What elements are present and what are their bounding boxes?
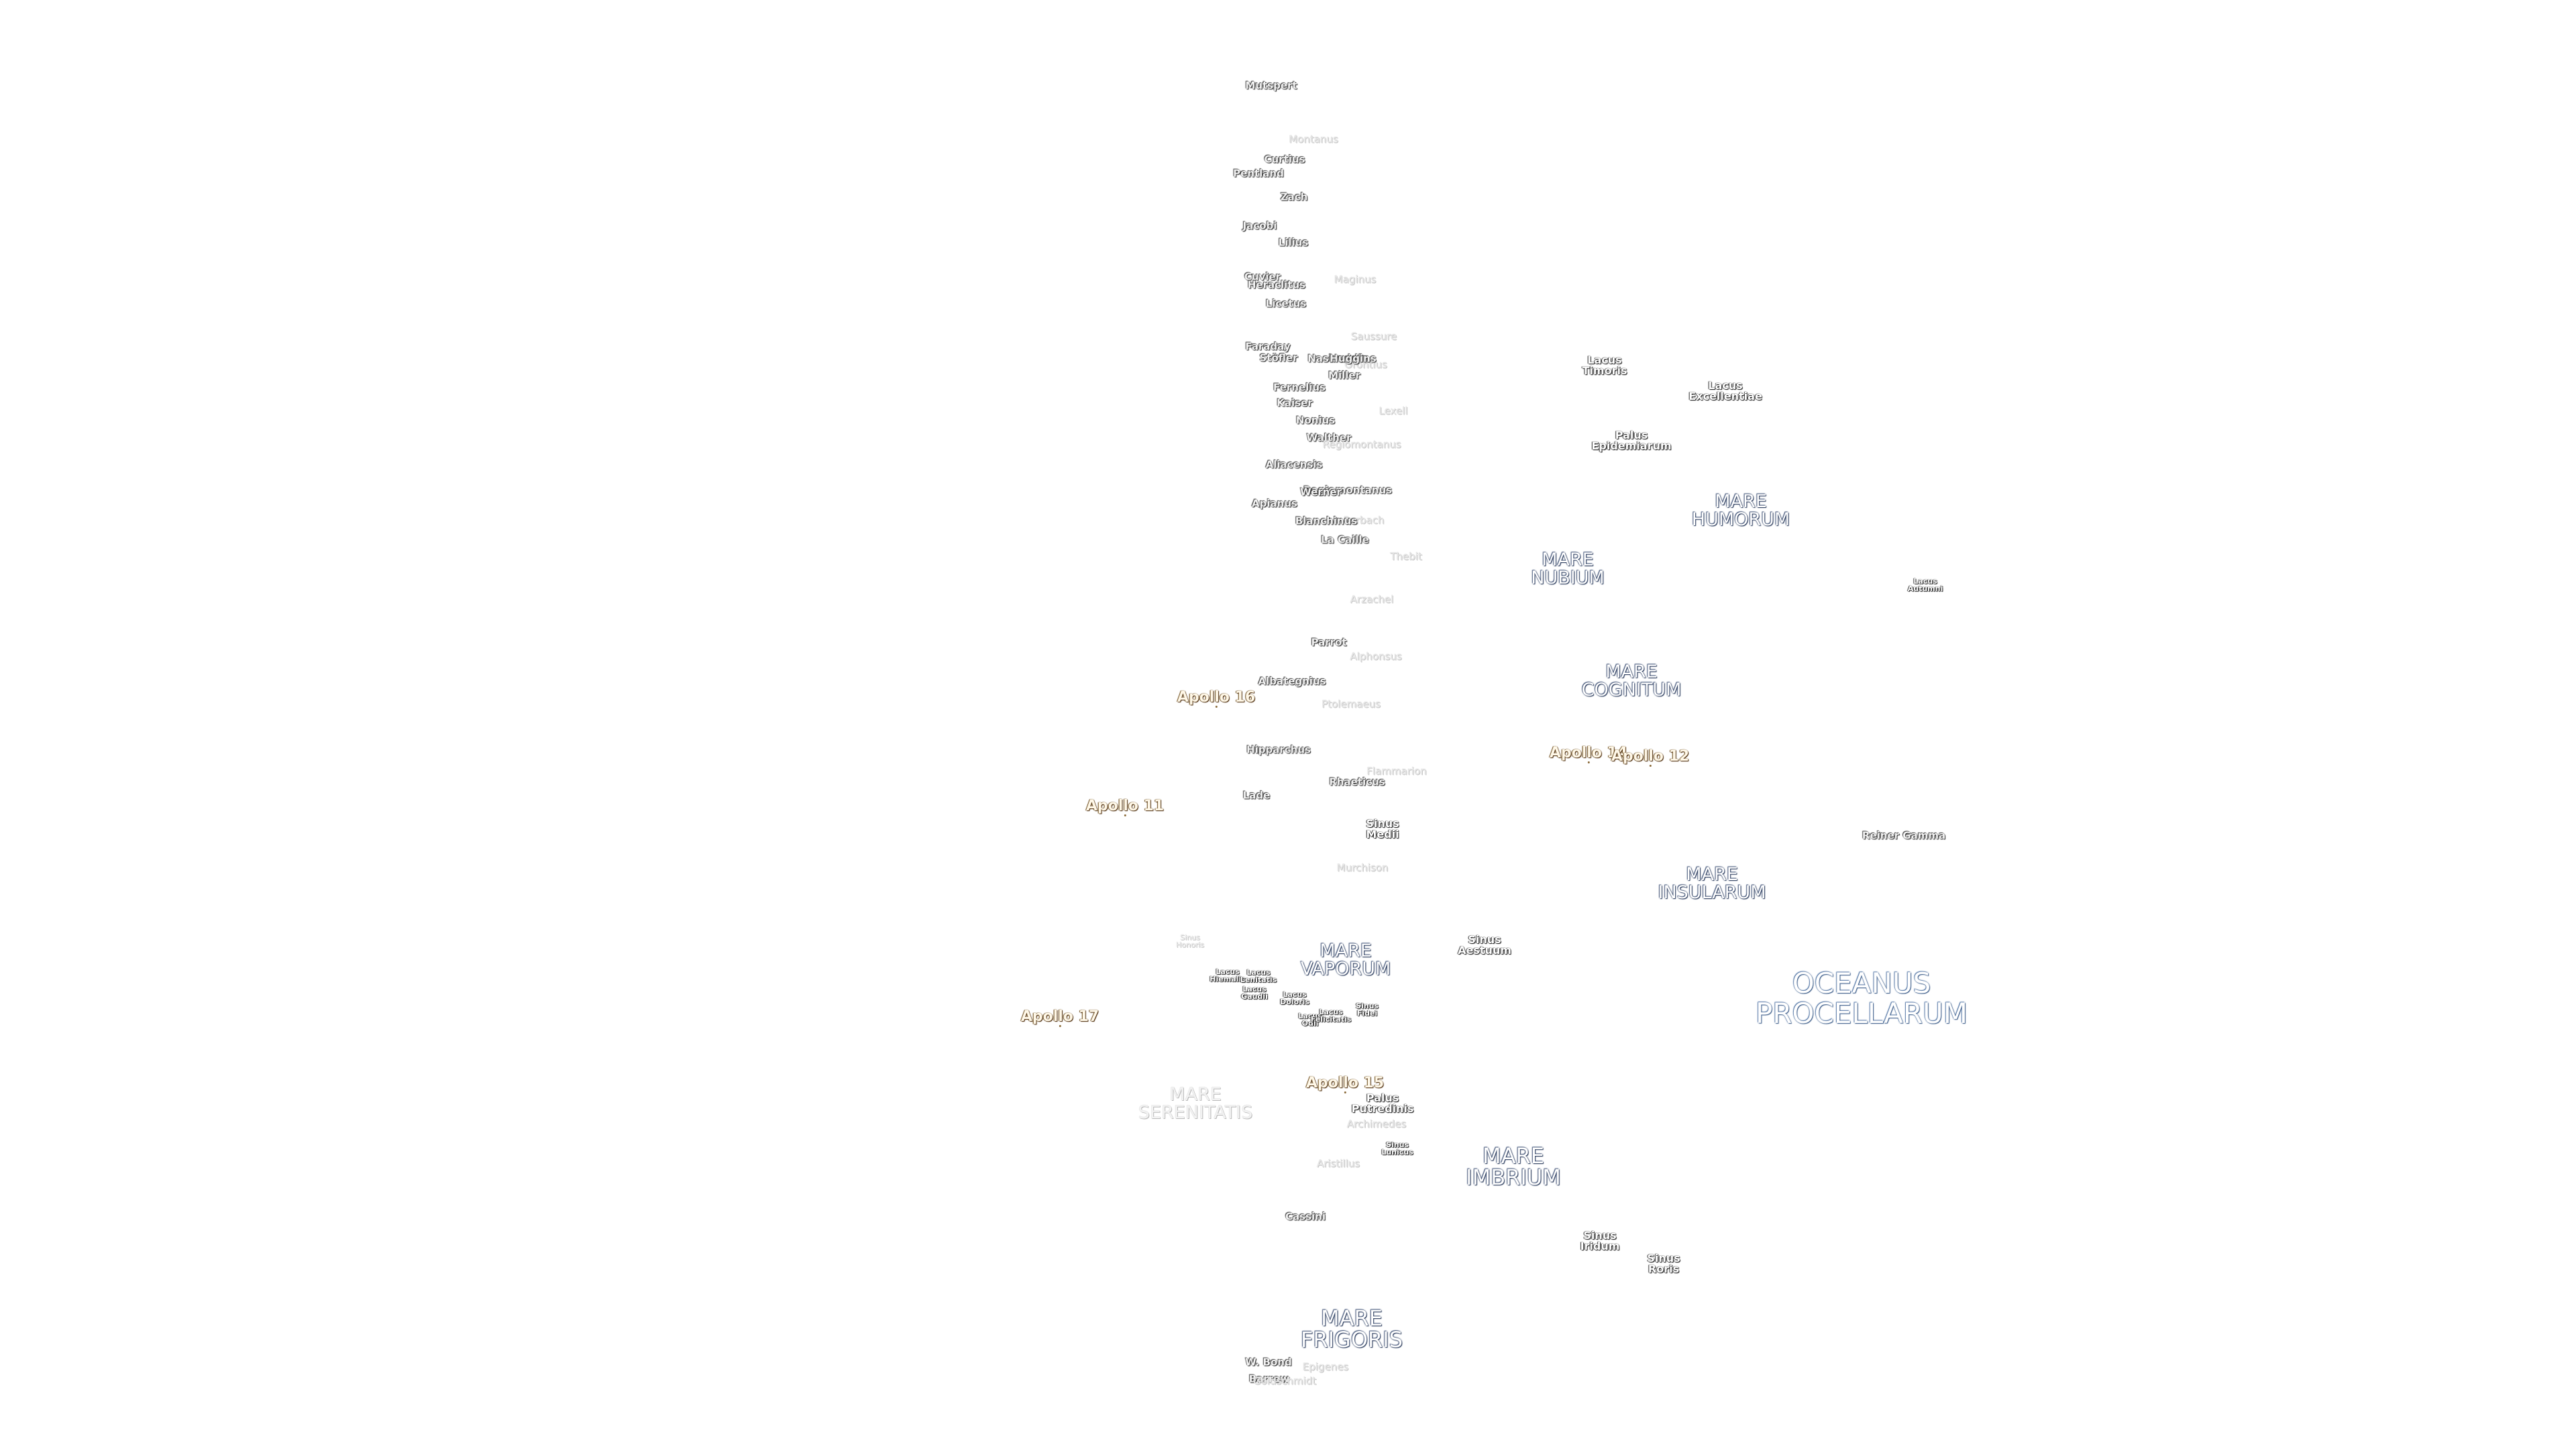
- fernelius-crater-label: Fernelius: [1273, 381, 1326, 394]
- alphonsus-crater-label: Alphonsus: [1350, 650, 1402, 663]
- lilius-crater-label: Lilius: [1278, 236, 1309, 249]
- purbach-crater-label: Purbach: [1343, 514, 1385, 527]
- sinus-roris-feature-label: Sinus Roris: [1647, 1252, 1680, 1275]
- aliacensis-crater-label: Aliacensis: [1265, 458, 1323, 471]
- apollo-14-landing-site-label: Apollo 14: [1549, 745, 1628, 763]
- lacus-excellentiae-feature-label: Lacus Excellentiae: [1688, 379, 1762, 402]
- lacus-hiemalis-feature-label: Lacus Hiemalis: [1210, 967, 1246, 983]
- sinus-aestuum-feature-label: Sinus Aestuum: [1458, 933, 1511, 957]
- archimedes-crater-label: Archimedes: [1346, 1118, 1407, 1130]
- regiomontanus-faint-crater-label: Regiomontanus: [1322, 438, 1401, 451]
- lacus-felicitatis-feature-label: Lacus Felicitatis: [1310, 1008, 1352, 1024]
- rhaeticus-crater-label: Rhaeticus: [1329, 775, 1385, 788]
- lacus-autumni-feature-label: Lacus Autumni: [1907, 577, 1943, 593]
- goldschmidt-crater-label: Goldschmidt: [1252, 1375, 1317, 1387]
- lacus-gaudii-feature-label: Lacus Gaudii: [1241, 985, 1268, 1001]
- kaiser-crater-label: Kaiser: [1277, 396, 1313, 409]
- murchison-crater-label: Murchison: [1336, 861, 1389, 874]
- mare-serenitatis-label: MARE SERENITATIS: [1138, 1084, 1253, 1123]
- mare-nubium-label: MARE NUBIUM: [1531, 549, 1605, 588]
- licetus-crater-label: Licetus: [1265, 297, 1307, 310]
- sinus-iridum-feature-label: Sinus Iridum: [1580, 1229, 1620, 1252]
- orontius-crater-label: Orontius: [1344, 358, 1387, 371]
- lexell-crater-label: Lexell: [1379, 405, 1408, 417]
- blanchinus-crater-label: Blanchinus: [1295, 515, 1358, 527]
- apollo-12-landing-site-label: Apollo 12: [1611, 748, 1690, 767]
- parrot-crater-label: Parrot: [1311, 636, 1347, 649]
- mutspert-crater-label: Mutspert: [1245, 79, 1297, 92]
- mare-frigoris-label: MARE FRIGORIS: [1300, 1305, 1403, 1352]
- mare-imbrium-label: MARE IMBRIUM: [1466, 1143, 1561, 1190]
- werner-crater-label: Werner: [1300, 486, 1342, 498]
- mare-humorum-label: MARE HUMORUM: [1691, 491, 1790, 530]
- la-caille-crater-label: La Caille: [1321, 533, 1369, 546]
- cassini-crater-label: Cassini: [1285, 1210, 1326, 1223]
- heraclitus-crater-label: Heraclitus: [1247, 278, 1306, 291]
- pentland-crater-label: Pentland: [1233, 167, 1284, 180]
- cuvier-crater-label: Cuvier: [1244, 270, 1281, 283]
- miller-crater-label: Miller: [1328, 369, 1360, 382]
- aristillus-crater-label: Aristillus: [1316, 1157, 1360, 1170]
- sinus-medii-feature-label: Sinus Medii: [1366, 817, 1399, 841]
- sinus-honoris-feature-label: Sinus Honoris: [1175, 933, 1205, 949]
- regiomontanus-crater-label: Regiomontanus: [1303, 484, 1393, 496]
- nasireddin-crater-label: Nasireddin: [1307, 352, 1369, 365]
- maginus-crater-label: Maginus: [1334, 273, 1377, 286]
- lacus-lenitatis-feature-label: Lacus Lenitatis: [1240, 968, 1277, 984]
- ptolemaeus-crater-label: Ptolemaeus: [1322, 698, 1381, 710]
- lacus-doloris-feature-label: Lacus Doloris: [1280, 990, 1309, 1006]
- reiner-gamma-crater-label: Reiner Gamma: [1862, 829, 1946, 842]
- epigenes-crater-label: Epigenes: [1302, 1360, 1349, 1373]
- lacus-odii-feature-label: Lacus Odii: [1298, 1012, 1322, 1028]
- mare-vaporum-label: MARE VAPORUM: [1300, 941, 1391, 979]
- thebit-crater-label: Thebit: [1390, 550, 1422, 563]
- stofler-crater-label: Stöfler: [1259, 352, 1298, 364]
- faraday-crater-label: Faraday: [1245, 340, 1291, 353]
- montanus-crater-label: Montanus: [1289, 133, 1338, 146]
- w-bond-crater-label: W. Bond: [1245, 1356, 1292, 1368]
- albategnius-crater-label: Albategnius: [1258, 675, 1326, 688]
- apianus-crater-label: Apianus: [1252, 497, 1297, 510]
- palus-epidemiarum-feature-label: Palus Epidemiarum: [1591, 429, 1672, 452]
- apollo-15-landing-site-label: Apollo 15: [1305, 1075, 1385, 1093]
- sinus-fidei-feature-label: Sinus Fidei: [1356, 1002, 1379, 1018]
- lade-crater-label: Lade: [1242, 789, 1271, 802]
- curtius-crater-label: Curtius: [1264, 153, 1305, 166]
- nonius-crater-label: Nonius: [1295, 414, 1336, 427]
- lacus-timoris-feature-label: Lacus Timoris: [1582, 354, 1627, 377]
- apollo-16-landing-site-label: Apollo 16: [1177, 689, 1256, 708]
- sinus-lunicus-feature-label: Sinus Lunicus: [1381, 1140, 1413, 1157]
- mare-cognitum-label: MARE COGNITUM: [1581, 661, 1682, 700]
- hipparchus-crater-label: Hipparchus: [1246, 743, 1311, 756]
- zach-crater-label: Zach: [1280, 191, 1308, 203]
- barrow-crater-label: Barrow: [1248, 1373, 1290, 1385]
- mare-insularum-label: MARE INSULARUM: [1658, 864, 1766, 903]
- jacobi-crater-label: Jacobi: [1242, 219, 1277, 232]
- arzachel-crater-label: Arzachel: [1350, 593, 1394, 606]
- apollo-17-landing-site-label: Apollo 17: [1020, 1008, 1099, 1027]
- saussure-crater-label: Saussure: [1350, 330, 1397, 343]
- palus-putredinis-feature-label: Palus Putredinis: [1351, 1091, 1414, 1115]
- walther-crater-label: Walther: [1306, 431, 1352, 444]
- huggins-crater-label: Huggins: [1330, 352, 1377, 365]
- flammarion-crater-label: Flammarion: [1366, 765, 1427, 777]
- apollo-11-landing-site-label: Apollo 11: [1085, 798, 1165, 816]
- oceanus-procellarum-label: OCEANUS PROCELLARUM: [1755, 967, 1968, 1030]
